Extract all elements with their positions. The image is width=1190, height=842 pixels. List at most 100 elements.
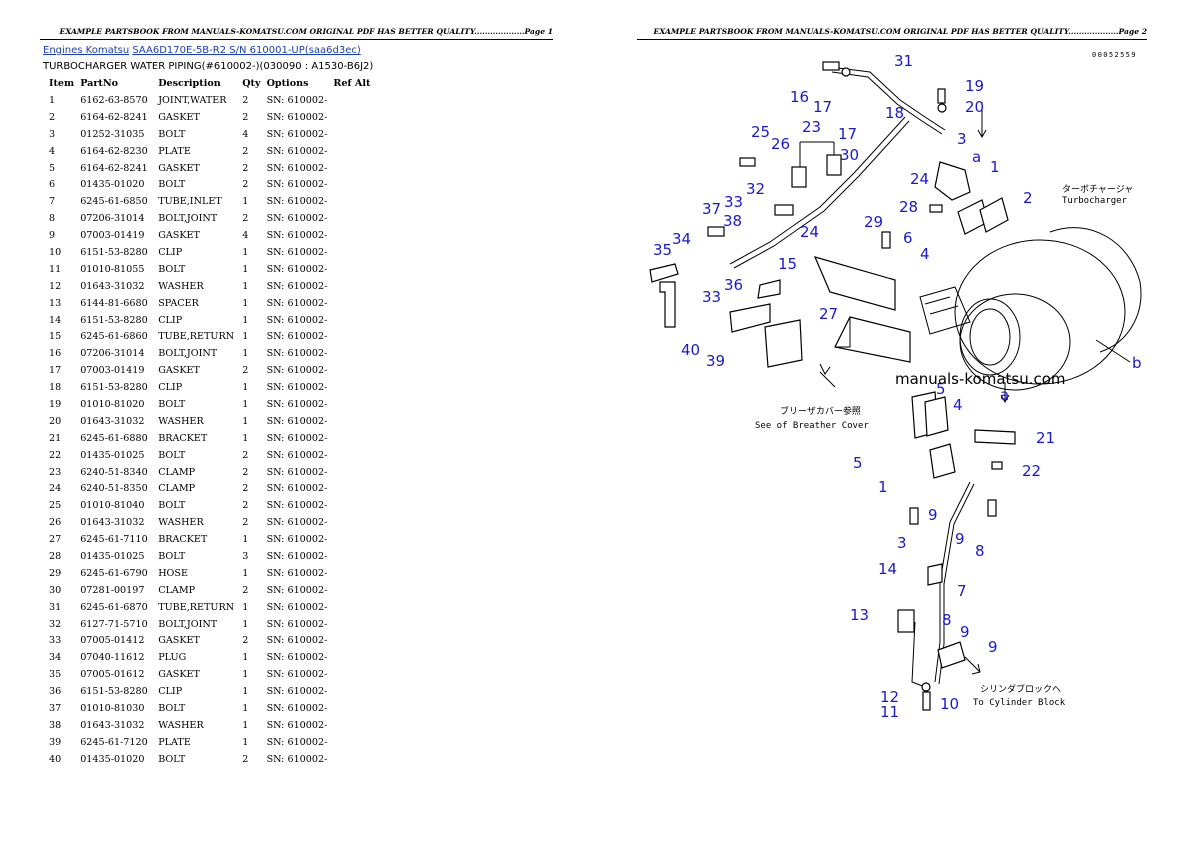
cell-options: SN: 610002- bbox=[266, 263, 328, 275]
callout-number: 29 bbox=[864, 213, 883, 231]
cell-partno: 6162-63-8570 bbox=[80, 94, 148, 106]
cell-item: 31 bbox=[49, 601, 62, 613]
cell-partno: 07005-01612 bbox=[80, 669, 145, 681]
cell-qty: 1 bbox=[242, 669, 249, 681]
cell-description: CLIP bbox=[158, 246, 183, 258]
cell-partno: 01643-31032 bbox=[80, 719, 145, 731]
cell-description: PLATE bbox=[158, 736, 191, 748]
cell-partno: 6245-61-6790 bbox=[80, 567, 148, 579]
joint-bolt-32 bbox=[774, 204, 794, 216]
cell-item: 5 bbox=[49, 162, 56, 174]
callout-number: 15 bbox=[778, 255, 797, 273]
cell-options: SN: 610002- bbox=[266, 534, 328, 546]
cell-item: 25 bbox=[49, 500, 62, 512]
breadcrumb-link-model[interactable]: SAA6D170E-5B-R2 S/N 610001-UP(saa6d3ec) bbox=[132, 45, 361, 56]
cell-qty: 2 bbox=[242, 365, 249, 377]
cell-partno: 01435-01020 bbox=[80, 179, 145, 191]
cell-partno: 6151-53-8280 bbox=[80, 382, 148, 394]
callout-number: 13 bbox=[850, 606, 869, 624]
cell-item: 11 bbox=[49, 263, 62, 275]
clamp-23a bbox=[791, 166, 807, 188]
cell-qty: 1 bbox=[242, 686, 249, 698]
cell-ref-alt bbox=[330, 295, 376, 312]
callout-number: 37 bbox=[702, 200, 721, 218]
callout-number: 9 bbox=[988, 638, 998, 656]
cell-description: HOSE bbox=[158, 567, 188, 579]
cell-ref-alt bbox=[330, 599, 376, 616]
callout-number: 30 bbox=[840, 146, 859, 164]
cell-options: SN: 610002- bbox=[266, 128, 328, 140]
cell-qty: 1 bbox=[242, 382, 249, 394]
cell-ref-alt bbox=[330, 633, 376, 650]
cell-ref-alt bbox=[330, 734, 376, 751]
turbocharger-label-en: Turbocharger bbox=[1062, 196, 1128, 206]
cell-ref-alt bbox=[330, 312, 376, 329]
cell-ref-alt bbox=[330, 649, 376, 666]
cell-description: GASKET bbox=[158, 111, 200, 123]
column-header-item: Item bbox=[49, 77, 75, 89]
cell-description: PLUG bbox=[158, 652, 187, 664]
callout-number: 22 bbox=[1022, 462, 1041, 480]
callout-number: 31 bbox=[894, 52, 913, 70]
cell-options: SN: 610002- bbox=[266, 365, 328, 377]
breadcrumb: Engines Komatsu SAA6D170E-5B-R2 S/N 6100… bbox=[43, 45, 361, 56]
cell-description: WASHER bbox=[158, 415, 204, 427]
cell-qty: 2 bbox=[242, 753, 249, 765]
cell-options: SN: 610002- bbox=[266, 449, 328, 461]
cell-description: GASKET bbox=[158, 365, 200, 377]
cell-item: 34 bbox=[49, 652, 62, 664]
cell-ref-alt bbox=[330, 379, 376, 396]
bolt-11 bbox=[922, 691, 931, 711]
cell-qty: 2 bbox=[242, 94, 249, 106]
cell-qty: 3 bbox=[242, 550, 249, 562]
pipe-bracket bbox=[659, 281, 676, 328]
bracket-27-edge bbox=[835, 317, 851, 348]
cell-item: 27 bbox=[49, 534, 62, 546]
cell-item: 21 bbox=[49, 432, 62, 444]
callout-number: 1 bbox=[878, 478, 888, 496]
cell-partno: 6245-61-6860 bbox=[80, 331, 148, 343]
cell-options: SN: 610002- bbox=[266, 432, 328, 444]
column-header-ref-alt: Ref Alt bbox=[333, 77, 371, 89]
cell-options: SN: 610002- bbox=[266, 398, 328, 410]
cell-description: WASHER bbox=[158, 719, 204, 731]
cell-ref-alt bbox=[330, 464, 376, 481]
cell-description: TUBE,RETURN bbox=[158, 331, 235, 343]
cell-description: WASHER bbox=[158, 517, 204, 529]
clip-14 bbox=[927, 563, 943, 586]
cell-qty: 2 bbox=[242, 635, 249, 647]
cell-ref-alt bbox=[330, 447, 376, 464]
callout-number: 8 bbox=[942, 611, 952, 629]
bracket-27-upper bbox=[813, 256, 896, 311]
callout-number: 34 bbox=[672, 230, 691, 248]
callout-number: 40 bbox=[681, 341, 700, 359]
cell-item: 18 bbox=[49, 382, 62, 394]
callout-number: 27 bbox=[819, 305, 838, 323]
cell-description: SPACER bbox=[158, 297, 199, 309]
cell-options: SN: 610002- bbox=[266, 736, 328, 748]
cell-partno: 6164-62-8241 bbox=[80, 162, 148, 174]
cell-options: SN: 610002- bbox=[266, 669, 328, 681]
breather-label-en: See of Breather Cover bbox=[755, 421, 869, 431]
cell-description: GASKET bbox=[158, 230, 200, 242]
cell-item: 33 bbox=[49, 635, 62, 647]
breadcrumb-link-engines[interactable]: Engines Komatsu bbox=[43, 45, 130, 56]
callout-number: 35 bbox=[653, 241, 672, 259]
cell-options: SN: 610002- bbox=[266, 483, 328, 495]
cell-qty: 2 bbox=[242, 449, 249, 461]
cell-description: CLAMP bbox=[158, 584, 196, 596]
callout-number: 4 bbox=[953, 396, 963, 414]
cell-qty: 1 bbox=[242, 398, 249, 410]
callout-number: 33 bbox=[702, 288, 721, 306]
cell-qty: 1 bbox=[242, 618, 249, 630]
column-header-qty: Qty bbox=[242, 77, 261, 89]
